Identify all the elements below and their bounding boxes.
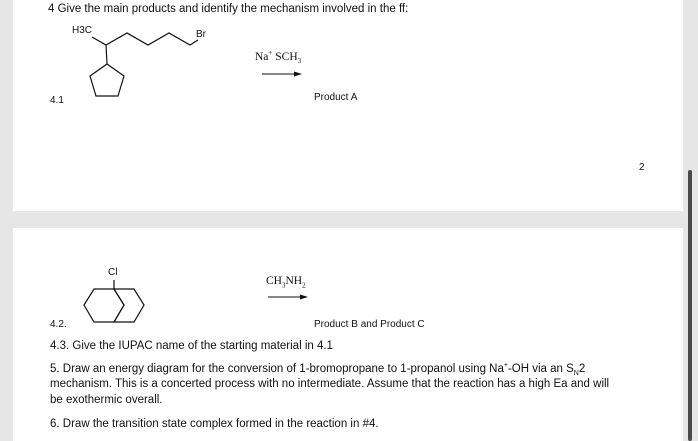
reagent-ch3nh2: CH3NH2 [266,275,306,290]
scrollbar[interactable] [688,170,692,441]
reaction-arrow-1 [262,71,302,77]
label-cl: Cl [108,267,118,278]
molecule-4-1-structure [89,32,199,97]
question-6: 6. Draw the transition state complex for… [50,418,379,430]
product-a-label: Product A [314,92,358,103]
question-5-line-3: be exothermic overall. [50,394,163,406]
question-5-line-2: mechanism. This is a concerted process w… [50,378,610,390]
reagent-na-sch3: Na+ SCH3 [255,49,302,66]
label-4-1: 4.1 [50,95,64,106]
reaction-arrow-2 [268,294,308,300]
question-4: 4 Give the main products and identify th… [48,3,409,15]
label-h3c: H3C [72,25,93,36]
molecule-4-2-structure [83,280,145,323]
question-4-3: 4.3. Give the IUPAC name of the starting… [50,340,333,352]
product-b-c-label: Product B and Product C [314,319,425,330]
page-1 [13,0,683,211]
page-2 [13,228,683,441]
page-number: 2 [639,162,645,173]
label-4-2: 4.2. [50,319,67,330]
question-5-line-1: 5. Draw an energy diagram for the conver… [50,362,586,378]
label-br: Br [196,29,206,40]
